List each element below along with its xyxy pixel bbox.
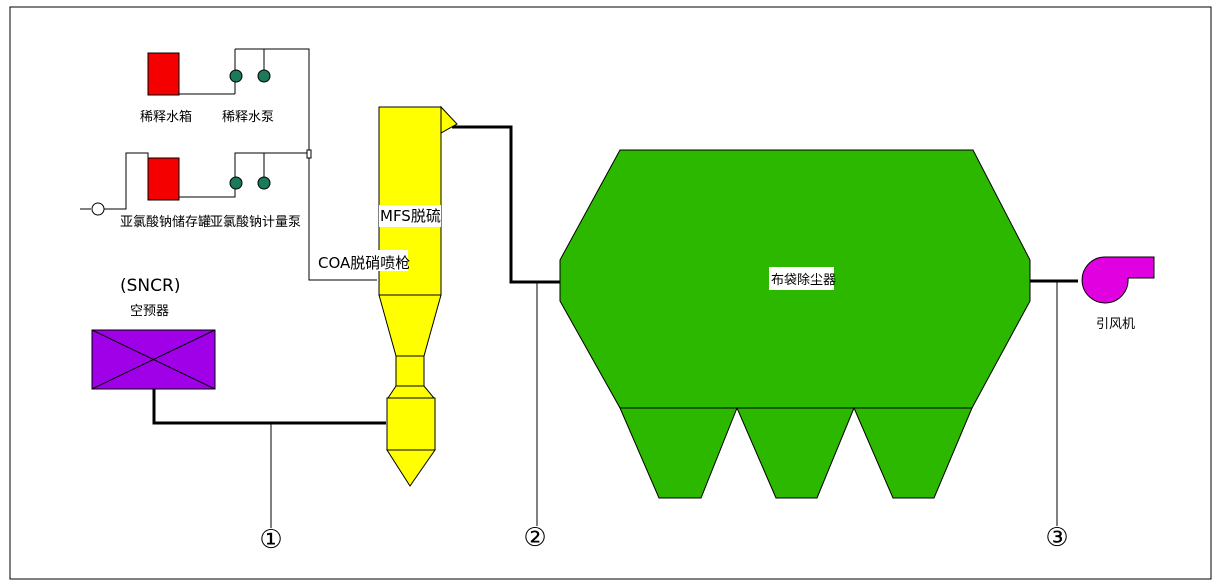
- fan-label: 引风机: [1096, 317, 1135, 332]
- air-preheater-label: 空预器: [130, 304, 169, 319]
- pump-icon: [229, 176, 243, 190]
- dilution-pumps: [229, 69, 271, 83]
- flue-gas-piping: [152, 125, 1078, 425]
- induced-draft-fan: [1081, 256, 1155, 304]
- pump-icon: [257, 176, 271, 190]
- mfs-label: MFS脱硫: [380, 207, 441, 225]
- sodium-chlorite-tank: [147, 157, 180, 201]
- dosing-pumps: [229, 176, 271, 190]
- dilution-pump-label: 稀释水泵: [222, 110, 274, 125]
- pump-icon: [257, 69, 271, 83]
- bag-filter-label: 布袋除尘器: [771, 273, 836, 288]
- coa-label-bg: [378, 250, 408, 271]
- diagram-frame: [9, 6, 1212, 580]
- nitrite-tank-label: 亚氯酸钠储存罐: [120, 215, 211, 230]
- measurement-point-3: ③: [1045, 523, 1068, 553]
- inlet-pump-icon: [91, 202, 105, 216]
- dilution-water-tank: [147, 52, 180, 96]
- mfs-label-bg: [379, 205, 441, 227]
- mfs-tower: [378, 105, 458, 487]
- reagent-piping: [80, 48, 377, 281]
- coa-gun-label: COA脱硝喷枪: [318, 254, 410, 272]
- measurement-point-2: ②: [523, 523, 546, 553]
- valve-icon: [306, 149, 312, 159]
- pump-icon: [229, 69, 243, 83]
- dilution-tank-label: 稀释水箱: [140, 109, 192, 125]
- bag-filter: [559, 149, 1031, 499]
- measurement-leaders: [270, 281, 1058, 528]
- nitrite-pump-label: 亚氯酸钠计量泵: [210, 215, 301, 230]
- sncr-label: (SNCR): [120, 276, 180, 296]
- bag-filter-label-bg: [769, 267, 834, 290]
- air-preheater: [91, 329, 216, 390]
- measurement-point-1: ①: [259, 525, 282, 555]
